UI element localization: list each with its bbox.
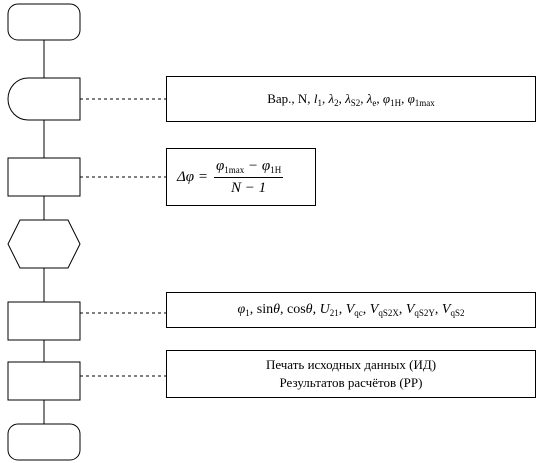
input-var: φ1max [407, 90, 435, 108]
input-var: φ1H [382, 90, 402, 108]
input-var: λe [366, 90, 377, 108]
formula-denominator: N − 1 [231, 179, 267, 196]
input-var: λS2 [345, 90, 361, 108]
annotation-input-vars: Вар., N, l1, λ2, λS2, λe, φ1H, φ1max [166, 76, 536, 122]
input-block [7, 77, 81, 121]
annotation-computed-vars: φ1, sinθ, cosθ, U21, Vqc, VqS2X, VqS2Y, … [166, 292, 536, 328]
formula-fraction: φ1max − φ1H N − 1 [213, 158, 284, 197]
formula-lhs: Δφ = [177, 168, 208, 185]
annotation-delta-formula: Δφ = φ1max − φ1H N − 1 [166, 148, 316, 206]
computed-vars-text: φ1, sinθ, cosθ, U21, Vqc, VqS2X, VqS2Y, … [237, 302, 465, 318]
print-line-1: Печать исходных данных (ИД) [265, 357, 437, 372]
end-terminator [7, 423, 81, 461]
annotation-print-output: Печать исходных данных (ИД) Результатов … [166, 350, 536, 398]
loop-hexagon [7, 219, 81, 269]
input-vars-prefix: Вар., N, [267, 91, 311, 106]
print-line-2: Результатов расчётов (РР) [279, 375, 423, 390]
input-var: l1 [313, 90, 322, 108]
formula-numerator: φ1max − φ1H [213, 158, 284, 178]
process-block-2 [7, 301, 81, 341]
start-terminator [7, 3, 81, 41]
output-block [7, 361, 81, 401]
process-block-1 [7, 157, 81, 197]
input-vars-list: l1, λ2, λS2, λe, φ1H, φ1max [313, 90, 435, 108]
input-var: λ2 [328, 90, 339, 108]
